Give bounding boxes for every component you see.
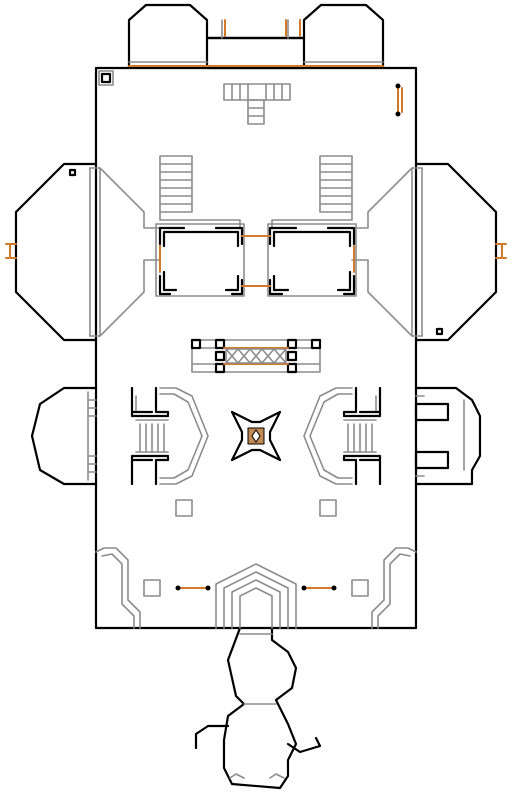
north-stair-top bbox=[223, 83, 291, 101]
inner-walls bbox=[68, 70, 444, 486]
pillar bbox=[351, 579, 369, 597]
corner-marker bbox=[68, 168, 77, 177]
west-octagon-wall bbox=[14, 162, 98, 342]
west-room-frame bbox=[162, 230, 240, 248]
east-apse-wall bbox=[414, 386, 482, 486]
south-cave-wall bbox=[222, 626, 298, 790]
east-apse-niche-north bbox=[414, 402, 450, 422]
south-gate-arch bbox=[215, 563, 297, 629]
bridge-post bbox=[190, 338, 202, 350]
north-alcove-wall bbox=[205, 36, 306, 70]
east-north-stair bbox=[319, 155, 353, 213]
outer-walls bbox=[14, 3, 498, 790]
north-annex-wall bbox=[127, 3, 385, 70]
pillar bbox=[175, 499, 193, 517]
north-stair-stem bbox=[247, 99, 265, 125]
pillar bbox=[319, 499, 337, 517]
west-north-stair bbox=[159, 155, 193, 213]
bridge-post bbox=[214, 362, 226, 374]
bridge-post bbox=[310, 338, 322, 350]
bridge-grating bbox=[225, 348, 287, 364]
bridge-post bbox=[214, 338, 226, 350]
corner-marker bbox=[100, 72, 112, 84]
pillar bbox=[143, 579, 161, 597]
east-octagon-wall bbox=[414, 162, 498, 342]
corner-marker bbox=[435, 327, 444, 336]
east-room-frame bbox=[272, 230, 352, 248]
bridge-post bbox=[286, 362, 298, 374]
south-cave-west-ledge bbox=[194, 724, 230, 750]
east-apse-niche-south bbox=[414, 450, 450, 470]
south-cave-east-ledge bbox=[286, 736, 322, 754]
step-lines bbox=[87, 19, 465, 779]
bridge-post bbox=[286, 338, 298, 350]
central-star bbox=[230, 410, 282, 462]
doors bbox=[5, 19, 507, 589]
markers bbox=[175, 83, 401, 591]
west-apse-wall bbox=[30, 386, 98, 486]
